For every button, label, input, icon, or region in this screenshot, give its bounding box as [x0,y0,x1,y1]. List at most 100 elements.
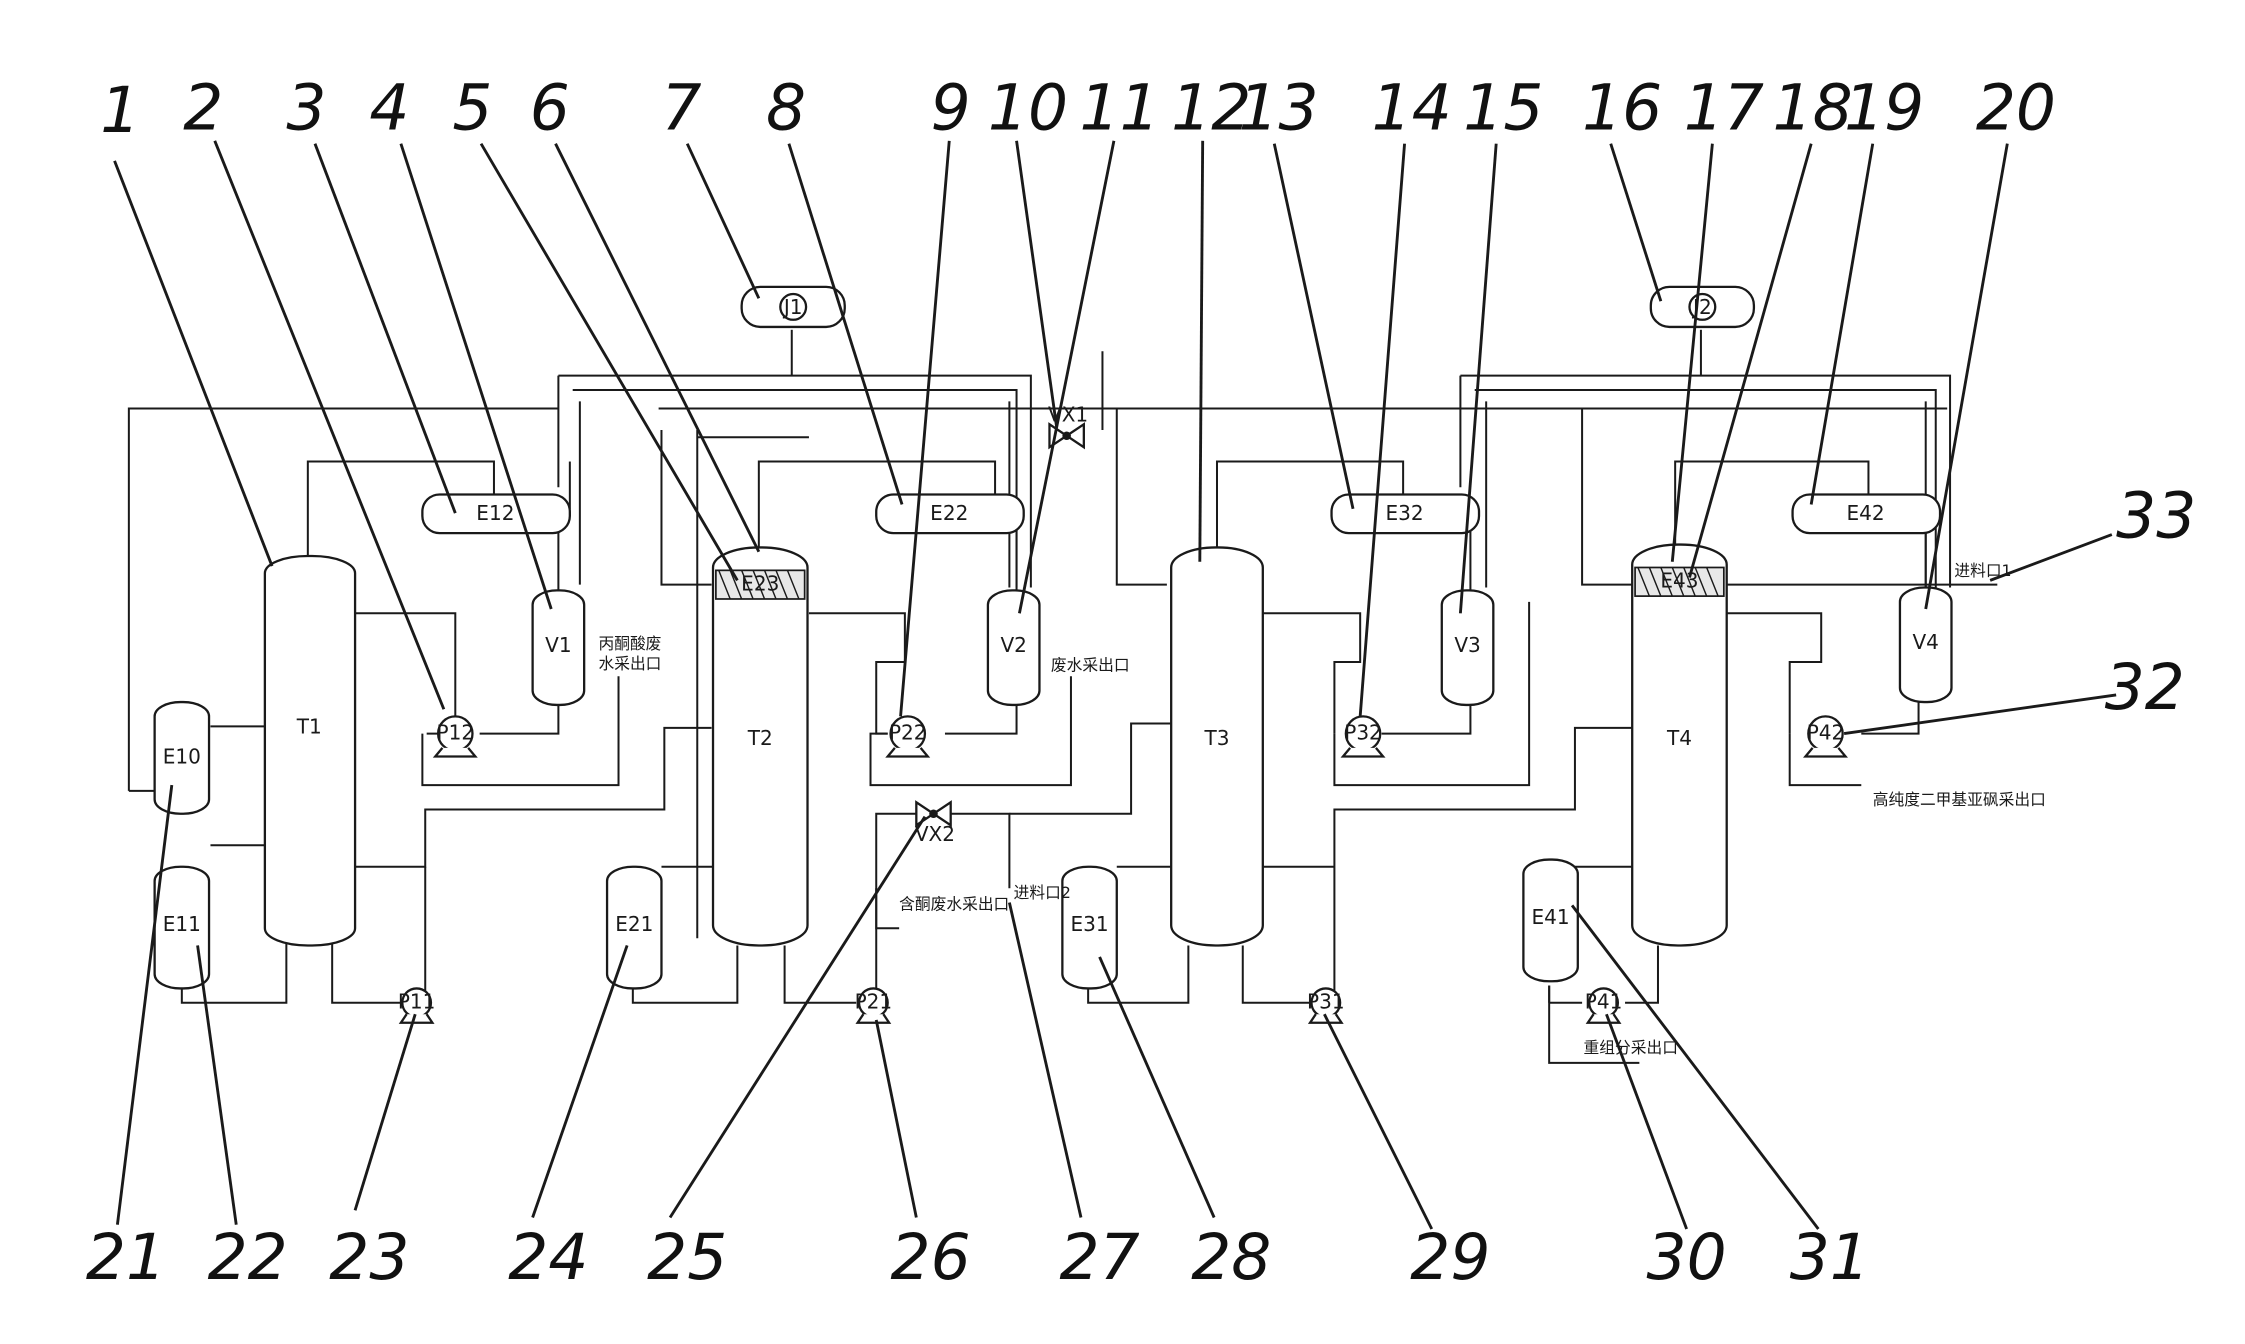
callout-11: 11 [1080,71,1160,144]
column-t3: T3 [1170,546,1264,947]
vacuum-unit-j2-label: J2 [1691,295,1712,319]
drum-v2: V2 [986,589,1041,707]
callout-leaders [113,140,2117,1230]
condenser-e32: E32 [1330,493,1481,535]
callout-16: 16 [1582,71,1662,144]
valve-vx2: VX2 [915,800,955,846]
heater-e10: E10 [153,700,211,815]
drum-v4: V4 [1898,586,1953,704]
column-t1-label: T1 [296,715,322,739]
reboiler-e11: E11 [153,865,211,990]
callout-26: 26 [891,1221,971,1294]
v2-outlet-note: 废水采出口 [1051,656,1130,675]
vacuum-unit-j1-label: J1 [782,295,803,319]
pump-p42-label: P42 [1807,720,1845,744]
column-t1: T1 [263,554,357,947]
pump-p12-label: P12 [437,720,475,744]
reboiler-e41: E41 [1522,858,1579,983]
pump-p11-label: P11 [398,989,436,1013]
callout-22: 22 [208,1221,288,1294]
column-t4-label: T4 [1666,726,1692,750]
column-t4: E43 T4 [1631,543,1728,947]
callout-33: 33 [2116,479,2196,552]
reboiler-e31-label: E31 [1070,912,1108,936]
t4-product-outlet-note: 高纯度二甲基亚砜采出口 [1873,790,2046,809]
condenser-e22-label: E22 [930,501,968,525]
callout-30: 30 [1647,1221,1727,1294]
pump-p22: P22 [885,715,931,758]
condenser-e12: E12 [421,493,571,535]
pump-p21: P21 [855,987,893,1024]
column-t2-label: T2 [747,726,773,750]
callout-1: 1 [100,74,140,147]
condenser-e42: E42 [1791,493,1942,535]
drum-v4-label: V4 [1912,630,1938,654]
drum-v1-label: V1 [545,633,571,657]
drum-v3: V3 [1440,589,1495,707]
callout-6: 6 [530,71,570,144]
callout-24: 24 [508,1221,588,1294]
callout-31: 31 [1790,1221,1870,1294]
callout-4: 4 [369,71,409,144]
callout-19: 19 [1844,71,1924,144]
callout-18: 18 [1773,71,1853,144]
condenser-e32-label: E32 [1385,501,1423,525]
pump-p32: P32 [1340,715,1386,758]
reboiler-e21: E21 [605,865,663,990]
condenser-e42-label: E42 [1847,501,1885,525]
pump-p32-label: P32 [1344,720,1382,744]
pump-p12: P12 [432,715,478,758]
callout-8: 8 [766,71,806,144]
pump-p41: P41 [1585,987,1623,1024]
column-t3-label: T3 [1204,726,1230,750]
callout-12: 12 [1171,71,1251,144]
callout-29: 29 [1410,1221,1490,1294]
callout-10: 10 [988,71,1068,144]
reboiler-e21-label: E21 [615,912,653,936]
feed-2-note: 进料口2 [1014,883,1071,902]
feed-1-note: 进料口1 [1954,561,2011,580]
drum-v1: V1 [531,589,586,707]
callout-7: 7 [661,71,701,144]
v1-outlet-note-1: 丙酮酸废 [598,634,661,653]
piping [127,329,1998,1064]
callout-14: 14 [1372,71,1452,144]
e23-label: E23 [741,571,779,595]
condenser-e12-label: E12 [476,501,514,525]
callout-15: 15 [1463,71,1543,144]
callout-17: 17 [1684,71,1764,144]
callout-27: 27 [1060,1221,1140,1294]
reboiler-e11-label: E11 [163,912,201,936]
callout-3: 3 [286,71,326,144]
pump-p22-label: P22 [889,720,927,744]
e43-label: E43 [1660,569,1698,593]
t4-bottom-outlet-note: 重组分采出口 [1584,1038,1678,1057]
callout-9: 9 [931,71,971,144]
pump-p11: P11 [398,987,436,1024]
drum-v2-label: V2 [1000,633,1026,657]
callout-28: 28 [1191,1221,1271,1294]
callout-numbers: 1 2 3 4 5 6 7 8 9 10 11 12 13 14 15 16 1… [86,71,2196,1294]
pump-p31-label: P31 [1307,989,1345,1013]
reboiler-e41-label: E41 [1532,905,1570,929]
pump-p42: P42 [1803,715,1848,758]
callout-23: 23 [329,1221,409,1294]
callout-5: 5 [452,71,492,144]
pump-p41-label: P41 [1585,989,1623,1013]
callout-20: 20 [1976,71,2056,144]
callout-13: 13 [1238,71,1318,144]
callout-2: 2 [183,71,223,144]
pump-p21-label: P21 [855,989,893,1013]
condenser-e22: E22 [875,493,1025,535]
vacuum-unit-j1: J1 [740,285,846,329]
callout-25: 25 [647,1221,727,1294]
callout-32: 32 [2105,651,2185,724]
valve-vx2-label: VX2 [915,822,955,846]
reboiler-e31: E31 [1061,865,1118,990]
t2-bottom-outlet-note: 含酮废水采出口 [899,895,1009,914]
heater-e10-label: E10 [163,745,201,769]
column-t2: E23 T2 [711,546,809,947]
vacuum-unit-j2: J2 [1649,285,1756,329]
stream-notes: 丙酮酸废 水采出口 废水采出口 含酮废水采出口 进料口2 进料口1 高纯度二甲基… [598,561,2045,1057]
